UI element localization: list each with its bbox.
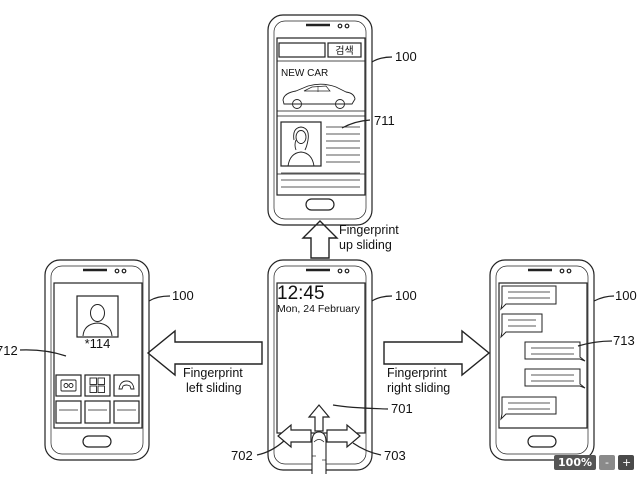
right-label-line1: Fingerprint xyxy=(387,366,447,380)
fingerprint-up-arrow-icon xyxy=(307,404,331,432)
right-phone-bezel xyxy=(495,265,589,455)
person-icon xyxy=(287,126,315,167)
message-bubble-incoming-2[interactable] xyxy=(500,313,543,339)
car-icon xyxy=(282,83,356,109)
contact-avatar-icon xyxy=(82,304,113,337)
fingerprint-left-arrow-icon xyxy=(277,423,312,449)
ref-702-leader xyxy=(256,439,286,456)
fingerprint-sensor[interactable] xyxy=(277,404,361,474)
right-phone-screen xyxy=(498,282,588,429)
ref-703-leader xyxy=(352,442,382,456)
ref-100-left: 100 xyxy=(172,288,194,303)
keypad-grid-icon xyxy=(89,377,105,393)
ref-701-leader xyxy=(332,404,389,410)
left-label-line1: Fingerprint xyxy=(183,366,243,380)
up-label-line1: Fingerprint xyxy=(339,223,399,237)
left-tab-button-3[interactable] xyxy=(113,400,140,424)
news-card-car[interactable] xyxy=(276,60,366,112)
call-button[interactable] xyxy=(113,374,140,397)
left-phone xyxy=(19,259,171,461)
top-phone-body xyxy=(267,14,373,226)
right-slide-arrow xyxy=(383,329,491,377)
message-bubble-outgoing-2[interactable] xyxy=(524,368,586,389)
zoom-out-button[interactable]: - xyxy=(599,455,615,470)
message-bubble-outgoing-1[interactable] xyxy=(524,341,586,362)
right-phone-body xyxy=(489,259,595,461)
left-phone-device-leader xyxy=(148,295,171,302)
message-bubble-incoming-3[interactable] xyxy=(500,396,557,421)
contact-photo xyxy=(76,295,119,338)
right-phone-home-button[interactable] xyxy=(527,435,557,448)
zoom-level: 100% xyxy=(554,455,596,470)
left-slide-arrow xyxy=(146,329,263,377)
left-phone-screen xyxy=(53,282,143,429)
ref-100-top: 100 xyxy=(395,49,417,64)
left-phone-sensor-icon xyxy=(121,268,127,274)
left-phone-camera-icon xyxy=(114,268,120,274)
message-bubble-incoming-1[interactable] xyxy=(500,285,557,311)
ref-713-leader xyxy=(577,340,613,347)
ref-100-right: 100 xyxy=(615,288,637,303)
up-slide-arrow xyxy=(301,220,339,259)
fingerprint-right-arrow-icon xyxy=(326,423,361,449)
left-tab-button-1[interactable] xyxy=(55,400,82,424)
finger-icon xyxy=(311,431,327,474)
ref-712-leader xyxy=(19,349,67,357)
lock-screen-time: 12:45 xyxy=(277,283,325,304)
portrait-image xyxy=(280,121,322,167)
ref-711: 711 xyxy=(374,113,395,128)
phone-handset-icon xyxy=(118,380,135,390)
top-phone-sensor-icon xyxy=(344,23,350,29)
ref-712: 712 xyxy=(0,343,18,358)
up-label-line2: up sliding xyxy=(339,238,392,252)
left-tab-button-2[interactable] xyxy=(84,400,111,424)
left-phone-bezel xyxy=(50,265,144,455)
zoom-in-button[interactable]: + xyxy=(618,455,634,470)
article-text-lines xyxy=(281,126,360,188)
center-phone-device-leader xyxy=(371,295,393,302)
left-phone-home-button[interactable] xyxy=(82,435,112,448)
ref-701: 701 xyxy=(391,401,413,416)
ref-100-center: 100 xyxy=(395,288,417,303)
right-phone-camera-icon xyxy=(559,268,565,274)
right-phone-sensor-icon xyxy=(566,268,572,274)
top-phone-home-button[interactable] xyxy=(305,198,335,211)
right-label-line2: right sliding xyxy=(387,381,450,395)
search-button[interactable] xyxy=(327,42,362,58)
left-label-line2: left sliding xyxy=(186,381,242,395)
search-input[interactable] xyxy=(278,42,326,58)
zoom-controls: 100% - + xyxy=(554,455,634,470)
top-phone-camera-icon xyxy=(337,23,343,29)
top-phone-device-leader xyxy=(371,56,393,63)
keypad-button[interactable] xyxy=(84,374,111,397)
left-phone-body xyxy=(44,259,150,461)
ref-713: 713 xyxy=(613,333,635,348)
news-headline: NEW CAR xyxy=(281,68,328,79)
top-phone-screen xyxy=(276,37,366,196)
center-phone-camera-icon xyxy=(337,268,343,274)
search-button-label: 검색 xyxy=(335,45,353,57)
voicemail-button[interactable] xyxy=(55,374,82,397)
contact-number: *114 xyxy=(85,336,111,351)
right-phone xyxy=(489,259,615,461)
ref-703: 703 xyxy=(384,448,406,463)
right-phone-device-leader xyxy=(593,295,615,302)
top-phone: 검색 NEW CAR xyxy=(267,14,393,226)
ref-702: 702 xyxy=(231,448,253,463)
voicemail-icon xyxy=(60,379,77,392)
news-card-person[interactable] xyxy=(276,115,366,175)
top-phone-content-leader xyxy=(341,119,371,129)
center-phone-sensor-icon xyxy=(344,268,350,274)
lock-screen-date: Mon, 24 February xyxy=(277,303,361,315)
message-bubbles xyxy=(500,285,586,421)
